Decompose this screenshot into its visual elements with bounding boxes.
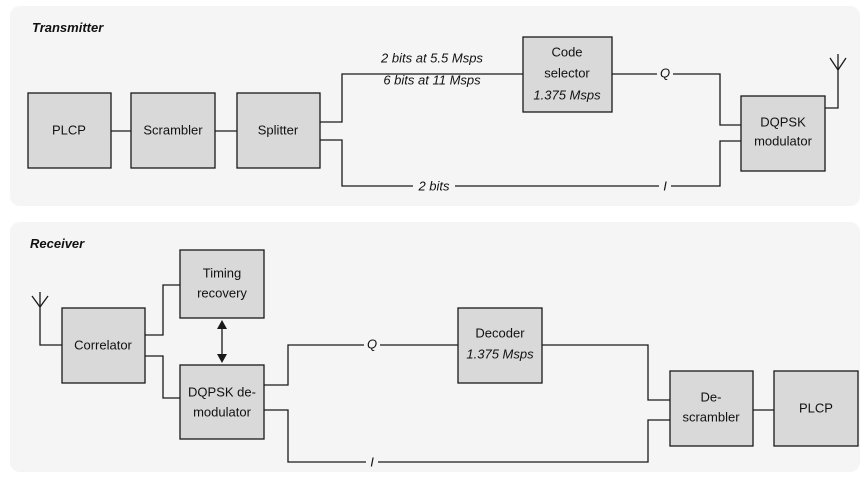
timing-recovery-label-1: Timing	[203, 265, 242, 280]
i-label-bg-tx	[659, 178, 671, 194]
decoder-block: Decoder 1.375 Msps	[457, 307, 543, 384]
upper-branch-label-2: 6 bits at 11 Msps	[383, 72, 481, 87]
code-selector-block: Code selector 1.375 Msps	[522, 36, 613, 113]
wire-splitter-modulator-i	[320, 139, 741, 187]
descrambler-block: De- scrambler	[669, 370, 754, 447]
dqpsk-modulator-label-1: DQPSK	[760, 114, 806, 129]
decoder-rate: 1.375 Msps	[466, 346, 534, 361]
tx-q-label: Q	[660, 65, 670, 80]
transmitter-title: Transmitter	[32, 20, 104, 35]
transmitter-section: Transmitter 2 bits at 5.5 Msps 6 bits at…	[10, 6, 860, 206]
upper-branch-label-1: 2 bits at 5.5 Msps	[380, 50, 483, 65]
dqpsk-demodulator-label-1: DQPSK de-	[188, 384, 256, 399]
two-bits-label-bg	[413, 178, 455, 194]
rx-q-label: Q	[367, 336, 377, 351]
correlator-label: Correlator	[74, 337, 132, 352]
dqpsk-modulator-label-2: modulator	[754, 133, 812, 148]
timing-recovery-block: Timing recovery	[179, 249, 265, 319]
code-selector-label-2: selector	[544, 65, 590, 80]
antenna-icon	[825, 54, 847, 109]
arrowhead-down	[217, 354, 227, 363]
code-selector-rate: 1.375 Msps	[533, 87, 601, 102]
code-selector-label-1: Code	[551, 44, 582, 59]
wire-decoder-descrambler-q	[542, 344, 670, 401]
plcp-block-rx: PLCP	[773, 370, 859, 447]
rx-i-label: I	[370, 454, 374, 469]
splitter-label: Splitter	[258, 122, 299, 137]
splitter-block: Splitter	[236, 92, 321, 169]
wire-demodulator-descrambler-i	[264, 409, 670, 463]
wire-splitter-code-selector	[320, 73, 523, 123]
scrambler-label: Scrambler	[143, 122, 203, 137]
antenna-icon	[31, 292, 62, 346]
receiver-section: Receiver Q I Corre	[10, 222, 860, 472]
receiver-title: Receiver	[30, 236, 85, 251]
descrambler-label-2: scrambler	[682, 409, 740, 424]
arrowhead-up	[217, 320, 227, 329]
timing-recovery-label-2: recovery	[197, 285, 247, 300]
decoder-label: Decoder	[475, 325, 525, 340]
dqpsk-modulator-block: DQPSK modulator	[740, 95, 826, 172]
transmitter-panel	[10, 6, 860, 206]
dqpsk-demodulator-block: DQPSK de- modulator	[179, 364, 265, 440]
wire-correlator-demodulator	[145, 355, 180, 399]
lower-branch-label: 2 bits	[417, 178, 450, 193]
correlator-block: Correlator	[61, 307, 146, 384]
q-label-bg-rx	[364, 337, 380, 353]
q-label-bg-tx	[657, 66, 673, 82]
i-label-bg-rx	[366, 454, 378, 470]
transmitter-wire-labels: 2 bits at 5.5 Msps 6 bits at 11 Msps Q 2…	[380, 50, 673, 194]
plcp-label-rx: PLCP	[799, 400, 833, 415]
tx-i-label: I	[663, 178, 667, 193]
descrambler-label-1: De-	[701, 389, 722, 404]
dqpsk-demodulator-label-2: modulator	[193, 404, 251, 419]
scrambler-block: Scrambler	[130, 92, 216, 169]
plcp-block-tx: PLCP	[27, 92, 112, 169]
receiver-wire-labels: Q I	[364, 336, 380, 470]
wire-correlator-timing	[145, 284, 180, 336]
plcp-label-tx: PLCP	[52, 122, 86, 137]
